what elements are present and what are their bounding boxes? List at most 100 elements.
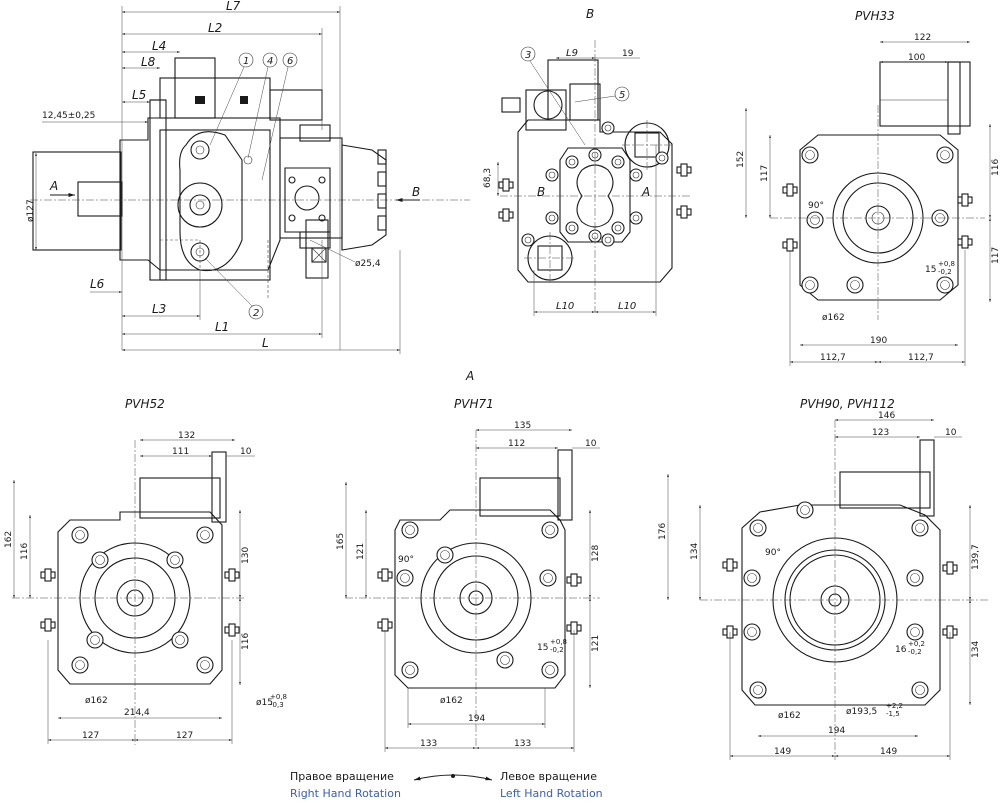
dim-L10b: L10 bbox=[618, 301, 636, 312]
pvh33-dim-117a: 117 bbox=[760, 165, 770, 182]
arrow-a-label: A bbox=[49, 179, 58, 193]
pvh33-dim-122: 122 bbox=[914, 33, 931, 43]
pvh90-dim-123: 123 bbox=[872, 428, 889, 438]
dim-L7: L7 bbox=[226, 0, 241, 13]
pvh33-tol-sup: +0,8 bbox=[938, 260, 955, 268]
pvh33-dim-117b: 117 bbox=[991, 247, 1001, 264]
pvh71-dim-135: 135 bbox=[514, 421, 531, 431]
pvh52-dim-127a: 127 bbox=[82, 731, 99, 741]
rear-housing bbox=[517, 119, 673, 283]
legend-right-ru: Правое вращение bbox=[290, 770, 394, 783]
pvh52-dim-10: 10 bbox=[240, 447, 252, 457]
rear-label-b: B bbox=[537, 185, 545, 199]
dim-L3: L3 bbox=[152, 302, 166, 316]
pvh71-dim-128: 128 bbox=[591, 545, 601, 562]
view-pvh33: PVH33 90° 122 100 152 117 116 117 15 +0,… bbox=[736, 9, 1001, 366]
pvh52-tol: ø15 bbox=[256, 698, 273, 708]
arrow-b-label: B bbox=[412, 185, 420, 199]
pvh33-dim-1127b: 112,7 bbox=[908, 353, 934, 363]
shaft-flange bbox=[32, 151, 122, 251]
pvh33-dim-1127a: 112,7 bbox=[820, 353, 846, 363]
dim-shaft: ø127 bbox=[26, 199, 36, 222]
legend-right-en: Right Hand Rotation bbox=[290, 787, 401, 800]
pvh33-dim-152: 152 bbox=[736, 151, 746, 168]
callout-4: 4 bbox=[267, 56, 273, 67]
callout-5: 5 bbox=[619, 90, 625, 101]
dim-L8: L8 bbox=[141, 55, 156, 69]
pvh71-angle: 90° bbox=[398, 555, 414, 565]
pvh71-housing bbox=[394, 509, 566, 689]
pvh90-dim-134b: 134 bbox=[971, 641, 981, 658]
pvh90-dim-1397: 139,7 bbox=[971, 544, 981, 570]
dim-L6: L6 bbox=[90, 277, 105, 291]
legend-left-ru: Левое вращение bbox=[500, 770, 597, 783]
pvh71-dim-133a: 133 bbox=[420, 739, 437, 749]
pvh52-dim-130: 130 bbox=[241, 547, 251, 564]
pvh90-dim-149b: 149 bbox=[880, 747, 897, 757]
dim-L10a: L10 bbox=[556, 301, 574, 312]
pvh71-dim-165: 165 bbox=[336, 533, 346, 550]
pvh90-dim-10: 10 bbox=[945, 428, 957, 438]
callout-3: 3 bbox=[525, 50, 531, 61]
pvh71-dia: ø162 bbox=[440, 696, 463, 706]
pvh71-dim-133b: 133 bbox=[514, 739, 531, 749]
pvh33-dia: ø162 bbox=[822, 313, 845, 323]
compensator-block bbox=[174, 57, 216, 119]
callout-2: 2 bbox=[253, 308, 259, 319]
pvh90-tol-sub: -0,2 bbox=[908, 648, 922, 656]
dim-flange: 12,45±0,25 bbox=[42, 111, 95, 121]
pvh90-dim-146: 146 bbox=[878, 411, 895, 421]
dim-L1: L1 bbox=[215, 320, 229, 334]
pvh90-dia2-sup: +2,2 bbox=[886, 702, 903, 710]
pvh90-title: PVH90, PVH112 bbox=[800, 397, 895, 411]
dim-19: 19 bbox=[622, 49, 634, 59]
pvh90-dia2-sub: -1,5 bbox=[886, 710, 900, 718]
side-view: L7 L2 L4 L8 L5 12,45±0,25 ø127 A B L6 L3… bbox=[26, 0, 470, 354]
pvh71-dim-194: 194 bbox=[468, 714, 485, 724]
legend-left-en: Left Hand Rotation bbox=[500, 787, 603, 800]
view-pvh52: PVH52 132 111 10 162 116 130 116 ø162 21… bbox=[4, 397, 287, 745]
dim-L2: L2 bbox=[208, 21, 222, 35]
pvh52-tol-sub: -0,3 bbox=[270, 701, 284, 709]
rear-port-block bbox=[279, 137, 343, 239]
dim-port: ø25,4 bbox=[355, 259, 381, 269]
pvh71-tol: 15 bbox=[537, 643, 548, 653]
rear-label-a: A bbox=[641, 185, 650, 199]
pvh33-tol-sub: -0,2 bbox=[938, 268, 952, 276]
rear-view-title: B bbox=[586, 7, 594, 21]
pvh33-angle: 90° bbox=[808, 201, 824, 211]
pvh71-dim-10: 10 bbox=[585, 439, 597, 449]
pvh71-dim-121b: 121 bbox=[591, 635, 601, 652]
pvh90-dia: ø162 bbox=[778, 711, 801, 721]
pvh90-dim-176: 176 bbox=[658, 523, 668, 540]
pvh90-angle: 90° bbox=[765, 548, 781, 558]
pvh71-dim-121a: 121 bbox=[356, 543, 366, 560]
pvh52-housing bbox=[57, 511, 223, 685]
dim-L9: L9 bbox=[566, 48, 578, 59]
rear-view-b: B B A L9 19 68, bbox=[483, 7, 692, 316]
pvh33-dim-100: 100 bbox=[908, 53, 925, 63]
view-pvh71: PVH71 90° 135 112 10 165 121 128 121 15 … bbox=[336, 397, 601, 752]
pvh71-tol-sup: +0,8 bbox=[550, 638, 567, 646]
callout-6: 6 bbox=[287, 56, 293, 67]
pvh33-title: PVH33 bbox=[855, 9, 895, 23]
pvh52-title: PVH52 bbox=[125, 397, 165, 411]
dim-L4: L4 bbox=[152, 39, 166, 53]
pvh71-dim-112: 112 bbox=[508, 439, 525, 449]
pvh90-tol: 16 bbox=[895, 645, 907, 655]
pvh90-dim-134a: 134 bbox=[690, 543, 700, 560]
dim-L: L bbox=[262, 336, 269, 350]
pvh90-dim-149a: 149 bbox=[774, 747, 791, 757]
pvh52-dim-127b: 127 bbox=[176, 731, 193, 741]
pvh52-dia: ø162 bbox=[85, 696, 108, 706]
pvh33-dim-116: 116 bbox=[991, 159, 1001, 176]
pvh71-tol-sub: -0,2 bbox=[550, 646, 564, 654]
pvh52-dim-116b: 116 bbox=[241, 633, 251, 650]
dim-L5: L5 bbox=[132, 88, 146, 102]
pvh90-dia2: ø193,5 bbox=[846, 707, 877, 717]
pvh33-tol: 15 bbox=[925, 265, 936, 275]
pvh52-dim-111: 111 bbox=[172, 447, 189, 457]
rotation-legend: Правое вращение Right Hand Rotation Лево… bbox=[290, 770, 603, 800]
pvh52-dim-116a: 116 bbox=[20, 543, 30, 560]
